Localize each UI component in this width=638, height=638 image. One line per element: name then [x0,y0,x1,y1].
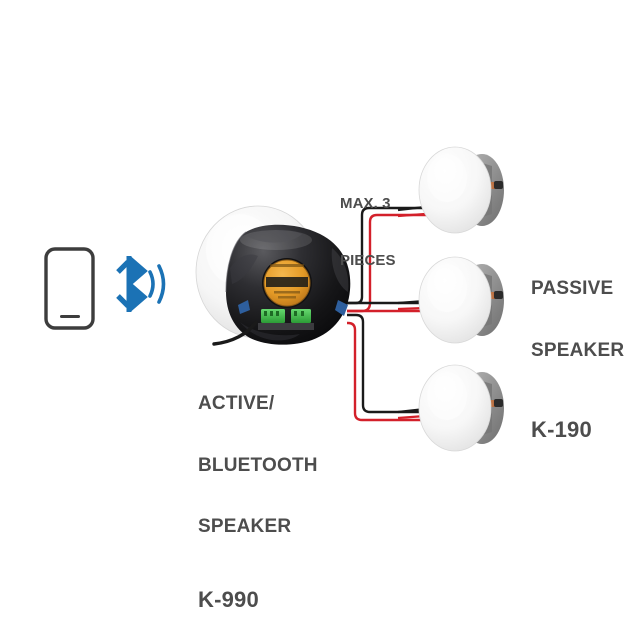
passive-terminal-cap-bottom [494,399,503,407]
wire-run-middle [347,301,432,313]
terminal-screw-3 [276,311,279,316]
wire-run-bottom [347,313,432,422]
max-pieces-line-2: PIECES [340,251,396,269]
passive-baffle-top [418,146,492,234]
active-speaker-model: K-990 [198,586,259,612]
active-badge-band [266,277,308,287]
passive-speaker-label-line-2: SPEAKER [531,339,625,361]
active-speaker-label-line-1: ACTIVE/ [198,393,275,415]
amp-shell-right-lobe [331,248,349,292]
passive-baffle-highlight-middle [427,264,467,312]
bluetooth-glyph-bottom-chevron [127,282,148,312]
passive-speaker-top [397,146,504,234]
passive-lead-positive-top [397,212,426,218]
active-badge-text-top [270,264,304,267]
active-speaker-label-line-2: BLUETOOTH [198,454,318,476]
amp-shell-top-lobe [247,229,302,243]
active-speaker-icon [195,205,351,346]
active-terminal-shelf [258,323,314,330]
passive-terminal-cap-middle [494,291,503,299]
passive-terminal-cap-top [494,181,503,189]
active-badge-outline [263,259,311,307]
signal-wave-inner [148,270,155,298]
passive-speaker-middle [397,256,504,344]
passive-baffle-middle [418,256,492,344]
terminal-screw-5 [301,311,304,316]
passive-speaker-model: K-190 [531,416,592,442]
active-badge-text-mid [274,291,300,294]
phone-body [44,247,95,330]
speaker-wiring-group [347,206,432,422]
bluetooth-glyph-lower [116,260,130,308]
max-pieces-note: MAX. 3 PIECES [340,157,396,308]
passive-speaker-label-line-1: PASSIVE [531,278,614,300]
passive-baffle-bottom [418,364,492,452]
active-speaker-label: ACTIVE/ BLUETOOTH SPEAKER K-990 [198,355,318,638]
bluetooth-glyph-top-chevron [127,256,148,286]
signal-waves-icon [148,264,166,304]
passive-speaker-bottom [397,364,504,452]
terminal-screw-1 [264,311,267,316]
passive-baffle-highlight-top [427,154,467,202]
wire-negative-bottom [347,313,432,414]
signal-wave-outer [157,264,166,304]
passive-lead-negative-top [397,205,426,212]
amp-shell-gloss [240,230,312,250]
amp-shell-bottom-lobe [240,322,300,341]
passive-speaker-label: PASSIVE SPEAKER K-190 [531,240,624,481]
wire-positive-bottom [347,321,432,422]
max-pieces-line-1: MAX. 3 [340,195,391,213]
amp-shell-left-lobe [230,254,258,284]
mount-clamp-right [335,300,348,316]
active-speaker-label-line-3: SPEAKER [198,515,292,537]
active-speaker-power-cable [212,320,258,346]
bluetooth-icon [116,256,148,312]
amp-shell-rim [225,231,247,293]
phone-home-indicator [60,315,80,318]
terminal-screw-2 [270,311,273,316]
mount-clamp-left [238,300,250,314]
terminal-screw-4 [294,311,297,316]
passive-baffle-highlight-bottom [427,372,467,420]
active-badge-text-bottom [278,296,296,299]
smartphone-icon [44,247,95,330]
